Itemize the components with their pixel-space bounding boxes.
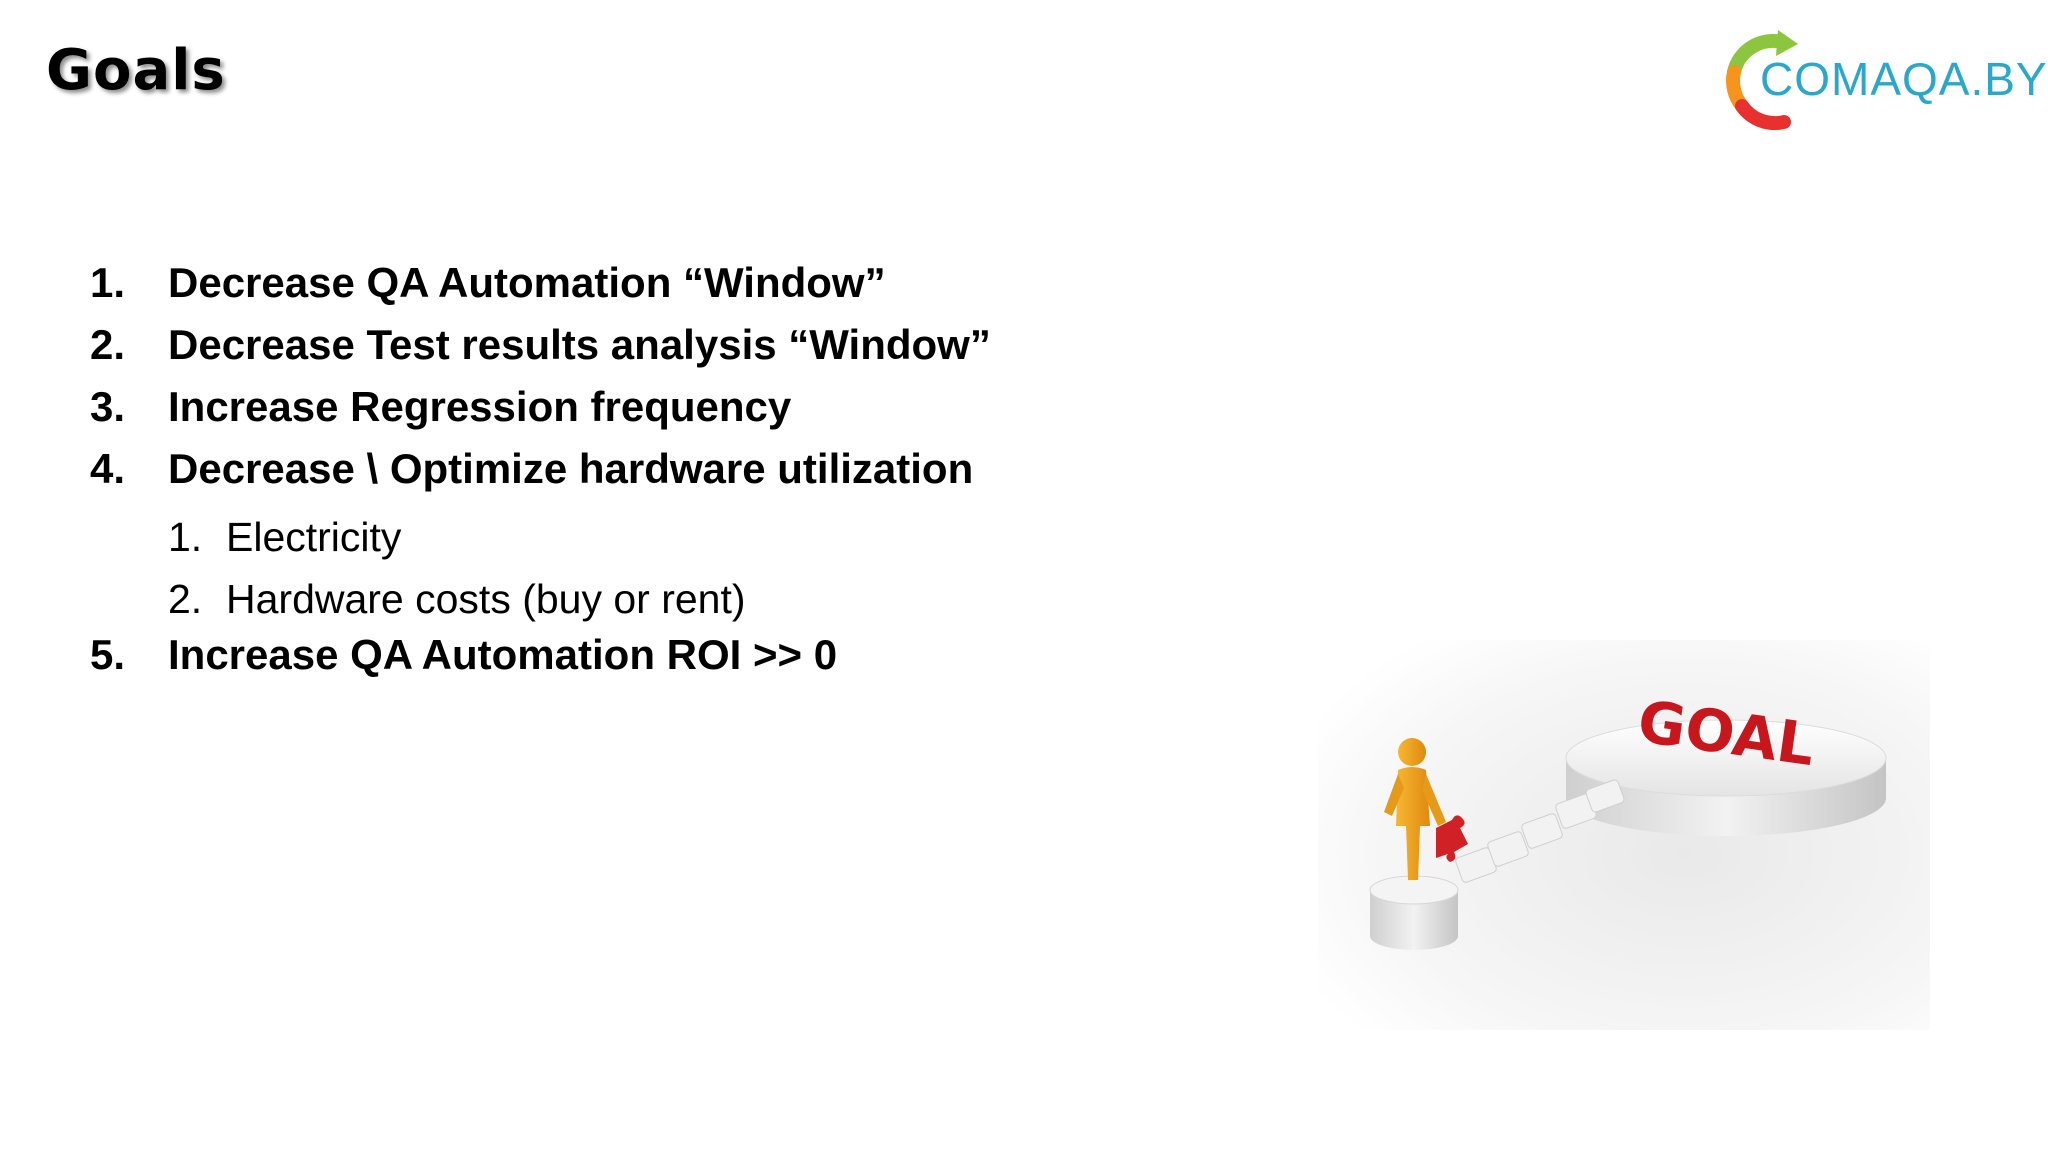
person-figure [1384,738,1446,880]
goal-sub-item-2: 2. Hardware costs (buy or rent) [90,568,1290,630]
goal-text: Decrease \ Optimize hardware utilization [168,445,974,492]
goal-text: Decrease Test results analysis “Window” [168,321,991,368]
comaqa-logo: COMAQA.BY [1720,28,2047,132]
slide-title: Goals [46,38,226,103]
goal-item-1: 1. Decrease QA Automation “Window” [90,252,1290,314]
start-pedestal [1369,875,1459,950]
goal-text: Increase Regression frequency [168,383,792,430]
logo-ring-icon [1726,30,1798,131]
illustration-background [1318,640,1930,1030]
goal-number: 1. [90,259,126,306]
goal-platform [1565,719,1887,836]
goal-number: 4. [90,445,126,492]
sub-item-number: 1. [168,514,203,560]
goal-item-5: 5. Increase QA Automation ROI >> 0 [90,624,1290,686]
goal-sub-item-1: 1. Electricity [90,506,1290,568]
goal-illustration: GOAL [1318,640,1930,1030]
logo-text: COMAQA.BY [1760,53,2048,105]
goal-number: 3. [90,383,126,430]
red-puzzle-piece [1436,815,1468,862]
goal-text: Increase QA Automation ROI >> 0 [168,631,838,678]
puzzle-path [1455,779,1625,883]
goal-item-4: 4. Decrease \ Optimize hardware utilizat… [90,438,1290,500]
goal-text: Decrease QA Automation “Window” [168,259,886,306]
sub-item-text: Electricity [226,514,402,560]
goal-number: 2. [90,321,126,368]
goal-number: 5. [90,631,126,678]
goal-item-3: 3. Increase Regression frequency [90,376,1290,438]
goals-list: 1. Decrease QA Automation “Window” 2. De… [90,252,1290,686]
sub-item-text: Hardware costs (buy or rent) [226,576,746,622]
goal-item-2: 2. Decrease Test results analysis “Windo… [90,314,1290,376]
sub-item-number: 2. [168,576,203,622]
